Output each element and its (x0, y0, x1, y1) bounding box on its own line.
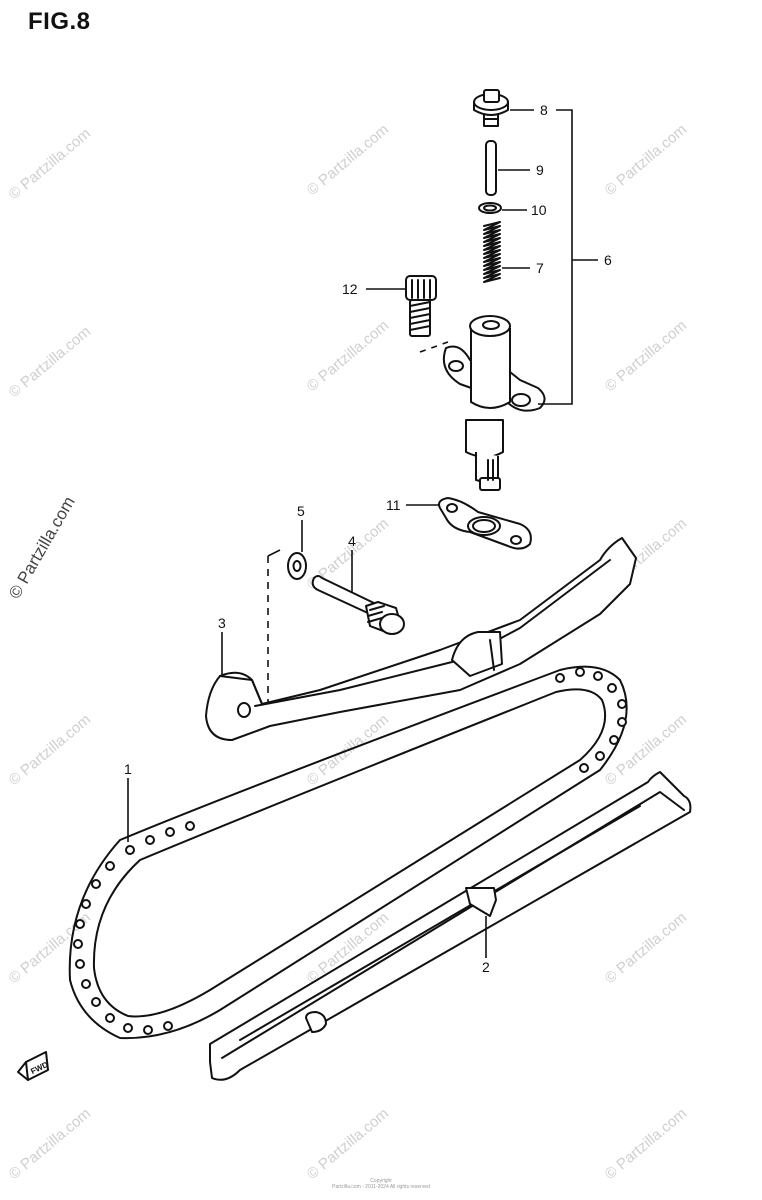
part-6-tensioner-body (442, 315, 546, 491)
watermark: © Partzilla.com (304, 317, 392, 395)
footer-line-1: Copyright (370, 1178, 392, 1184)
watermark: © Partzilla.com (6, 711, 94, 789)
watermark: © Partzilla.com (602, 317, 690, 395)
front-arrow-icon: FWD (17, 1051, 50, 1081)
part-10-o-ring (478, 202, 502, 214)
part-label-3: 3 (218, 615, 226, 631)
part-label-6: 6 (604, 252, 612, 268)
watermark: © Partzilla.com (602, 121, 690, 199)
part-label-4: 4 (348, 533, 356, 549)
part-7-spring (483, 221, 501, 283)
part-label-7: 7 (536, 260, 544, 276)
watermark: © Partzilla.com (6, 323, 94, 401)
part-label-9: 9 (536, 162, 544, 178)
part-5-washer (287, 552, 307, 580)
watermark: © Partzilla.com (304, 121, 392, 199)
part-label-5: 5 (297, 503, 305, 519)
part-9-pin (485, 140, 497, 196)
watermark: © Partzilla.com (602, 909, 690, 987)
watermark: © Partzilla.com (304, 1105, 392, 1183)
leader-lines (127, 109, 598, 958)
watermark: © Partzilla.com (602, 1105, 690, 1183)
part-4-pivot-bolt (311, 575, 405, 635)
part-label-2: 2 (482, 959, 490, 975)
part-label-12: 12 (342, 281, 358, 297)
part-label-1: 1 (124, 761, 132, 777)
part-12-bolt (405, 275, 449, 353)
part-labels: 8 9 10 7 6 12 11 5 4 3 1 2 (124, 102, 612, 975)
part-1-cam-chain (68, 665, 628, 1040)
part-2-chain-guide (209, 771, 692, 1081)
part-label-11: 11 (386, 497, 401, 513)
watermark: © Partzilla.com (6, 1105, 94, 1183)
part-11-gasket (438, 497, 532, 550)
part-8-cap-bolt (473, 89, 509, 127)
figure-title: FIG.8 (28, 8, 91, 35)
part-3-tensioner-arm (205, 537, 637, 741)
watermark: © Partzilla.com (6, 125, 94, 203)
footer-copyright: Copyright Partzilla.com - 2011-2024 All … (0, 1178, 762, 1190)
part-label-10: 10 (531, 202, 547, 218)
footer-line-2: Partzilla.com - 2011-2024 All rights res… (332, 1184, 430, 1190)
watermark: © Partzilla.com (5, 493, 79, 602)
part-label-8: 8 (540, 102, 548, 118)
